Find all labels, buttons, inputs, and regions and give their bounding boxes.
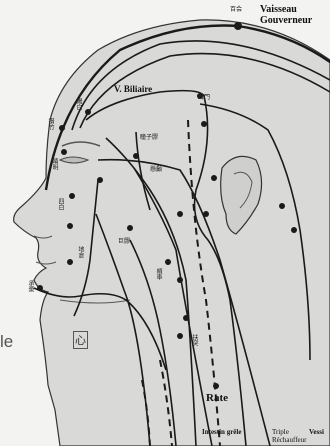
acupoint-cuanzhu [59, 125, 65, 131]
point-label-yangbai: 陽白 [74, 98, 83, 110]
acupoint-chengjiang [37, 285, 43, 291]
heart-character-box: 心 [73, 331, 88, 349]
acupoint-ermen [211, 175, 217, 181]
point-label-tongziliao: 瞳子髎 [140, 132, 158, 141]
point-label-ermen: 耳門 [198, 92, 210, 101]
acupoint-tongziliao [97, 177, 103, 183]
point-label-futu: 扶突 [190, 334, 199, 346]
acupoint-neck-2 [183, 315, 189, 321]
point-label-xuanlu: 懸顱 [150, 164, 162, 173]
point-label-baihui: 百会 [230, 4, 242, 13]
acupoint-rate [213, 383, 219, 389]
acupoint-jingming [61, 149, 67, 155]
acupoint-juliao [67, 223, 73, 229]
label-vaisseau: Vaisseau Gouverneur [260, 4, 312, 26]
partial-text: le [0, 332, 13, 352]
point-label-sibai: 四白 [56, 198, 65, 210]
acupoint-quanliao [127, 225, 133, 231]
point-label-chengjiang: 承漿 [26, 280, 35, 292]
acupoint-back-1 [279, 203, 285, 209]
acupoint-back-2 [291, 227, 297, 233]
acupoint-zygo [177, 211, 183, 217]
label-triple: Triple Réchauffeur [272, 428, 306, 444]
acupoint-neck-3 [177, 333, 183, 339]
label-intestin: Intestin grêle [202, 428, 241, 436]
acupoint-neck-1 [177, 277, 183, 283]
point-label-juliao: 巨髎 [118, 236, 130, 245]
acupoint-yangbai [85, 109, 91, 115]
acupoint-baihui [234, 22, 242, 30]
acupoint-dicang [67, 259, 73, 265]
label-vessie: Vessi [309, 428, 324, 436]
acupoint-ear-low [203, 211, 209, 217]
acupoint-vb-lower [201, 121, 207, 127]
point-label-cuanzhu: 攅竹 [46, 118, 55, 130]
point-label-dicang: 地倉 [76, 246, 85, 258]
acupoint-jaw [165, 259, 171, 265]
point-label-jingming: 睛明 [50, 158, 59, 170]
acupoint-temple [133, 153, 139, 159]
point-label-jiache: 頬車 [154, 268, 163, 280]
label-rate: Rate [206, 392, 228, 404]
acupoint-sibai [69, 193, 75, 199]
label-v-biliaire: V. Biliaire [114, 84, 152, 94]
